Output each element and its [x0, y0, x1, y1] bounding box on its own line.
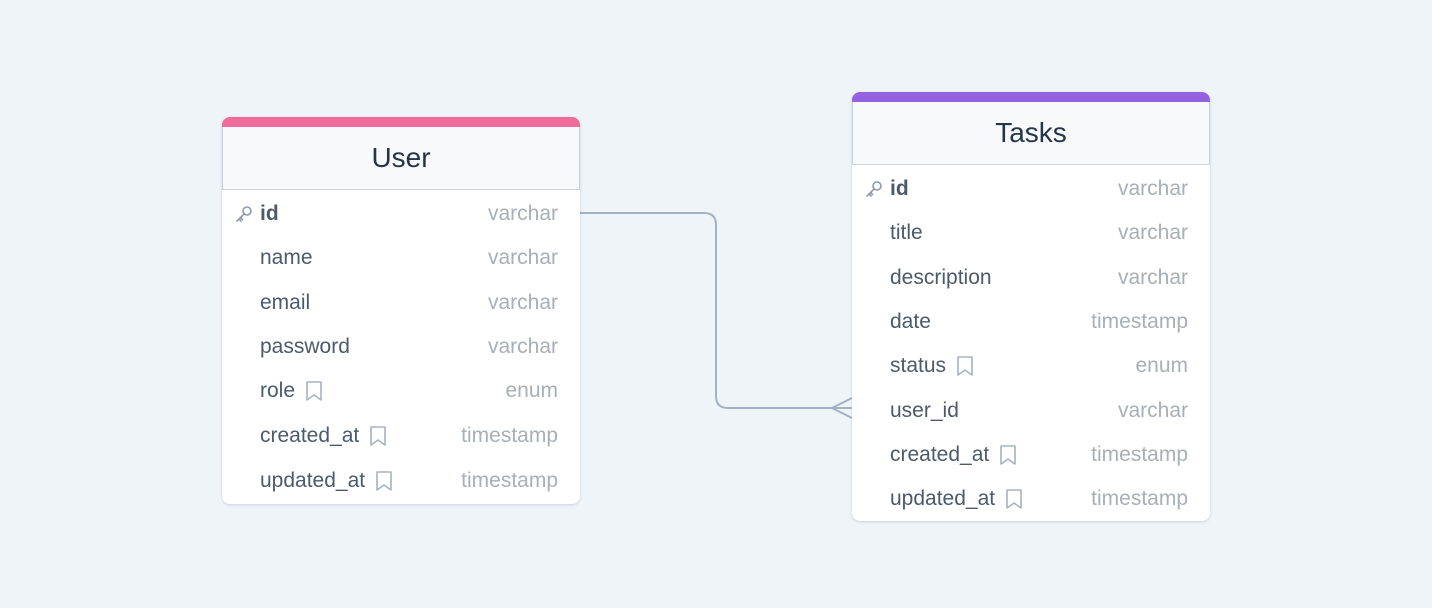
- bookmark-note-icon[interactable]: [956, 355, 974, 377]
- field-type: timestamp: [461, 468, 558, 492]
- field-type: varchar: [1117, 398, 1188, 422]
- field-name: id: [260, 202, 279, 226]
- field-name: created_at: [260, 423, 360, 447]
- field-name: updated_at: [890, 487, 996, 511]
- field-row-user-updated-at[interactable]: updated_at timestamp: [222, 458, 580, 504]
- field-name: date: [890, 310, 931, 334]
- field-type: timestamp: [1091, 442, 1188, 466]
- field-name: status: [890, 354, 947, 378]
- field-name: user_id: [890, 398, 959, 422]
- field-row-user-role[interactable]: role enum: [222, 369, 580, 413]
- relationship-connector-user-tasks[interactable]: [580, 212, 852, 409]
- field-row-user-id[interactable]: id varchar: [222, 192, 580, 236]
- field-name: created_at: [890, 442, 990, 466]
- field-name: id: [890, 177, 909, 201]
- field-row-user-email[interactable]: email varchar: [222, 281, 580, 325]
- field-name: name: [260, 246, 313, 270]
- field-row-tasks-title[interactable]: title varchar: [852, 211, 1210, 255]
- bookmark-note-icon[interactable]: [305, 380, 323, 402]
- table-tasks-header[interactable]: Tasks: [852, 102, 1210, 165]
- field-row-tasks-date[interactable]: date timestamp: [852, 300, 1210, 344]
- field-row-user-name[interactable]: name varchar: [222, 236, 580, 280]
- table-tasks[interactable]: Tasks id varchar title varchar description va…: [852, 92, 1210, 522]
- field-type: timestamp: [1091, 487, 1188, 511]
- field-row-tasks-user-id[interactable]: user_id varchar: [852, 388, 1210, 432]
- field-type: timestamp: [461, 423, 558, 447]
- field-type: varchar: [1117, 221, 1188, 245]
- bookmark-note-icon[interactable]: [999, 444, 1017, 466]
- field-row-tasks-status[interactable]: status enum: [852, 344, 1210, 388]
- table-tasks-accent-bar: [852, 92, 1210, 102]
- bookmark-note-icon[interactable]: [369, 425, 387, 447]
- field-type: varchar: [487, 246, 558, 270]
- table-tasks-title: Tasks: [995, 117, 1067, 148]
- field-type: varchar: [1117, 265, 1188, 289]
- primary-key-icon: [864, 179, 884, 199]
- field-name: title: [890, 221, 923, 245]
- field-row-tasks-created-at[interactable]: created_at timestamp: [852, 433, 1210, 477]
- crows-foot-many-marker: [829, 397, 853, 419]
- table-user-title: User: [371, 142, 431, 173]
- field-row-user-created-at[interactable]: created_at timestamp: [222, 413, 580, 457]
- field-row-tasks-description[interactable]: description varchar: [852, 256, 1210, 300]
- field-type: varchar: [487, 290, 558, 314]
- field-type: enum: [505, 379, 558, 403]
- field-type: varchar: [1117, 177, 1188, 201]
- field-type: enum: [1135, 354, 1188, 378]
- table-user-accent-bar: [222, 117, 580, 127]
- field-type: timestamp: [1091, 310, 1188, 334]
- field-name: password: [260, 335, 350, 359]
- field-row-user-password[interactable]: password varchar: [222, 325, 580, 369]
- field-type: varchar: [487, 202, 558, 226]
- field-row-tasks-id[interactable]: id varchar: [852, 167, 1210, 211]
- field-row-tasks-updated-at[interactable]: updated_at timestamp: [852, 477, 1210, 521]
- bookmark-note-icon[interactable]: [1005, 488, 1023, 510]
- field-name: description: [890, 265, 992, 289]
- field-name: updated_at: [260, 468, 366, 492]
- field-name: role: [260, 379, 296, 403]
- table-user-header[interactable]: User: [222, 127, 580, 190]
- primary-key-icon: [234, 204, 254, 224]
- field-name: email: [260, 290, 311, 314]
- field-type: varchar: [487, 335, 558, 359]
- bookmark-note-icon[interactable]: [375, 470, 393, 492]
